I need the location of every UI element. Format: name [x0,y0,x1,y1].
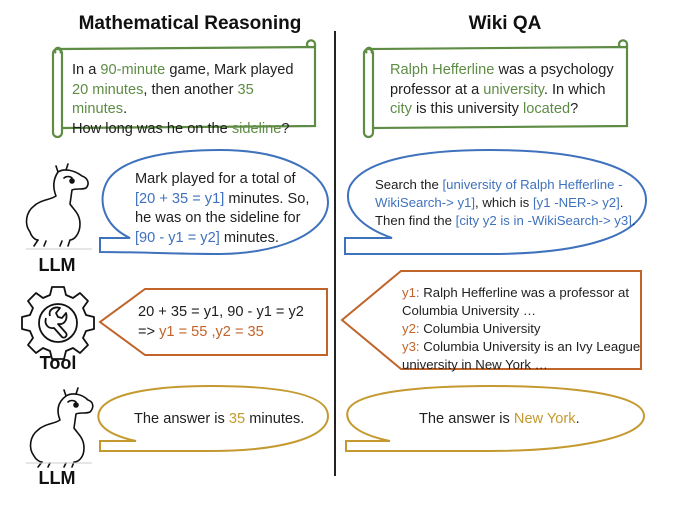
answer-value: New York [513,411,576,427]
tool-text: Ralph Hefferline was a professor at [419,285,629,300]
answer-value: 35 [228,411,246,427]
q-highlight: sideline [231,120,282,137]
column-divider [334,31,336,476]
llm-text: Mark played for a total of [135,171,296,187]
result-label: y3: [402,339,420,354]
q-text: , then another [143,81,238,98]
tool-text: 20 + 35 = y1, 90 - y1 = y2 [138,304,304,320]
q-highlight: 35 minutes [72,81,254,118]
llm-text: Then find the [375,213,456,228]
llm-label: LLM [38,255,76,275]
result-label: y1: [402,285,420,300]
answer-text: minutes. [245,411,305,427]
llm-text: Search the [375,177,443,192]
api-call: WikiSearch-> y1] [375,195,476,210]
api-call: [20 + 35 = y1] [135,190,225,207]
llm-text: minutes. So, [224,190,310,207]
q-highlight: Ralph Hefferline [390,62,495,78]
tool-text: Columbia University is an Ivy League [419,339,641,354]
q-highlight: city [390,101,412,117]
result-label: y2: [402,321,420,336]
q-highlight: 90-minute [100,62,166,78]
tool-text: => [138,323,160,340]
llm-text: minutes. [219,229,279,246]
q-text: is this university [411,101,523,117]
llm-text: , which is [475,195,533,210]
tool-result: y1 = 55 ,y2 = 35 [159,323,264,340]
q-text: ? [281,120,290,137]
tool-label: Tool [39,353,77,373]
right-question-text: Ralph Hefferline was a psychology profes… [390,61,630,120]
tool-text: Columbia University [419,321,541,336]
tool-text: university in New York … [402,357,548,372]
llm-text: he was on the sideline for [135,210,301,226]
right-answer-text: The answer is New York. [419,410,639,430]
q-highlight: university [483,81,544,98]
q-highlight: 20 minutes [72,81,144,98]
right-column-title: Wiki QA [468,13,542,34]
api-call: [university of Ralph Hefferline - [442,177,623,192]
left-llm-text: Mark played for a total of [20 + 35 = y1… [135,170,335,248]
q-text: How long was he on the [72,120,232,137]
q-text: . [123,101,128,117]
answer-text: . [575,411,580,427]
q-text: ? [570,101,579,117]
llm-text: . [619,195,624,210]
left-tool-text: 20 + 35 = y1, 90 - y1 = y2 => y1 = 55 ,y… [138,303,328,342]
api-call: [90 - y1 = y2] [135,229,220,246]
right-tool-text: y1: Ralph Hefferline was a professor at … [402,284,642,374]
left-answer-text: The answer is 35 minutes. [134,410,334,430]
tool-text: Columbia University … [402,303,537,318]
q-highlight: located [523,101,571,117]
answer-text: The answer is [134,411,229,427]
q-text: . In which [543,81,606,98]
api-call: [city y2 is in -WikiSearch-> y3] [455,213,632,228]
q-text: professor at a [390,81,484,98]
llm-text: . [631,213,636,228]
left-question-text: In a 90-minute game, Mark played 20 minu… [72,61,312,139]
api-call: [y1 -NER-> y2] [532,195,620,210]
llm-label: LLM [38,468,76,488]
right-llm-text: Search the [university of Ralph Hefferli… [375,176,645,230]
q-text: game, Mark played [165,62,294,78]
q-text: In a [72,62,101,78]
q-text: was a psychology [494,62,614,78]
answer-text: The answer is [419,411,514,427]
left-column-title: Mathematical Reasoning [78,13,302,34]
